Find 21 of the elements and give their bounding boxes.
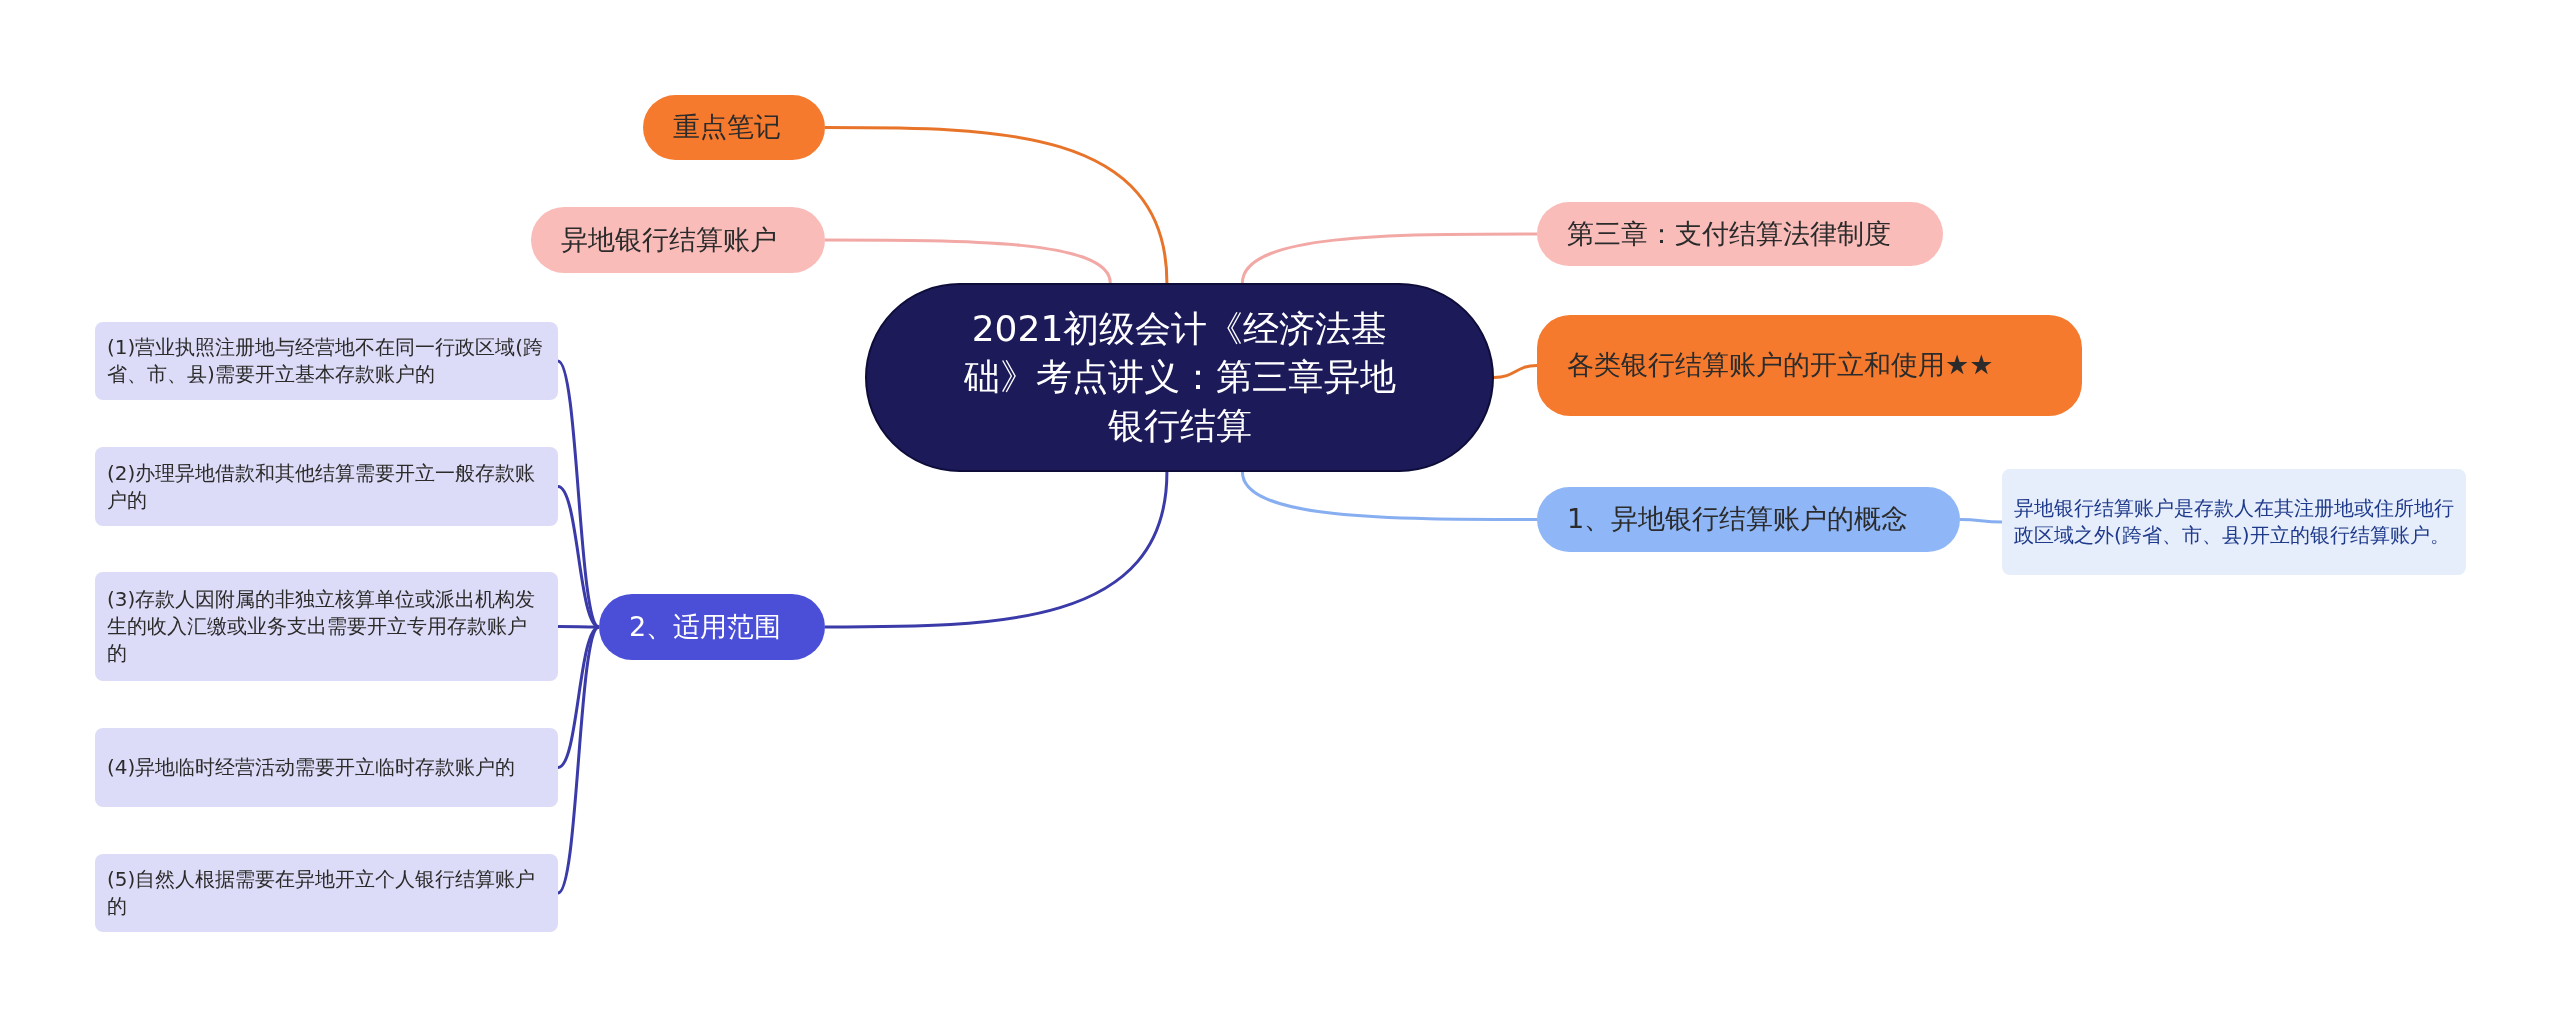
- topic-box: 第三章：支付结算法律制度: [1537, 202, 1943, 266]
- connector: [1240, 232, 1537, 284]
- item-box: (2)办理异地借款和其他结算需要开立一般存款账户的: [95, 447, 558, 526]
- item-box: (1)营业执照注册地与经营地不在同一行政区域(跨省、市、县)需要开立基本存款账户的: [95, 322, 558, 400]
- connector: [825, 238, 1112, 284]
- topic-box: 2、适用范围: [599, 594, 825, 660]
- topic-box: 1、异地银行结算账户的概念: [1537, 487, 1960, 552]
- connector: [1960, 518, 2002, 524]
- topic-box: 各类银行结算账户的开立和使用★★: [1537, 315, 2082, 416]
- item-box: (5)自然人根据需要在异地开立个人银行结算账户的: [95, 854, 558, 932]
- connector: [825, 126, 1169, 284]
- connector: [556, 626, 601, 894]
- connector: [825, 471, 1169, 629]
- note-box: 异地银行结算账户是存款人在其注册地或住所地行政区域之外(跨省、市、县)开立的银行结算账户。: [2002, 469, 2466, 575]
- item-box: (4)异地临时经营活动需要开立临时存款账户的: [95, 728, 558, 807]
- connector: [1493, 364, 1538, 379]
- topic-box: 重点笔记: [643, 95, 825, 160]
- item-box: (3)存款人因附属的非独立核算单位或派出机构发生的收入汇缴或业务支出需要开立专用存款账户的: [95, 572, 558, 681]
- topic-box: 2021初级会计《经济法基础》考点讲义：第三章异地银行结算: [865, 283, 1494, 472]
- topic-box: 异地银行结算账户: [531, 207, 825, 273]
- connector: [1240, 471, 1537, 521]
